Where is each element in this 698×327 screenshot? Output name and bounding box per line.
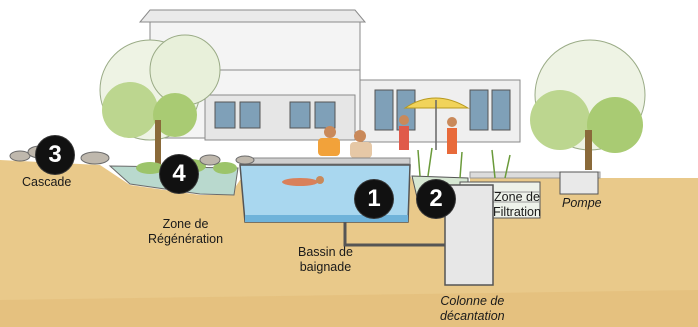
tree-right — [530, 39, 646, 170]
umbrella — [403, 97, 470, 150]
label-filtration-line1: Zone de — [494, 190, 540, 204]
pump-pit — [559, 171, 599, 195]
people — [318, 115, 457, 158]
house — [138, 9, 521, 143]
marker-1: 1 — [355, 180, 393, 218]
marker-3: 3 — [36, 136, 74, 174]
label-regeneration: Zone de Régénération — [148, 217, 223, 247]
label-filtration-line2: Filtration — [493, 205, 541, 219]
swimmer — [282, 176, 324, 186]
label-colonne: Colonne de décantation — [440, 294, 505, 324]
label-pompe-text: Pompe — [562, 196, 602, 210]
tree-left — [99, 34, 221, 165]
filtration-plants — [417, 147, 511, 179]
label-cascade: Cascade — [22, 175, 71, 190]
label-bassin-line2: baignade — [299, 260, 352, 274]
label-regeneration-line1: Zone de — [162, 217, 209, 231]
label-bassin-line1: Bassin de — [298, 245, 353, 259]
label-pompe: Pompe — [562, 196, 602, 211]
label-cascade-text: Cascade — [22, 175, 72, 189]
label-regeneration-line2: Régénération — [148, 232, 224, 246]
label-colonne-line1: Colonne de — [440, 294, 505, 308]
label-filtration: Zone de Filtration — [493, 190, 541, 220]
marker-2: 2 — [417, 180, 455, 218]
label-colonne-line2: décantation — [440, 309, 505, 323]
label-bassin: Bassin de baignade — [298, 245, 353, 275]
marker-4: 4 — [160, 155, 198, 193]
deck-right — [469, 171, 601, 179]
pipe — [343, 222, 445, 247]
deck — [239, 157, 411, 165]
